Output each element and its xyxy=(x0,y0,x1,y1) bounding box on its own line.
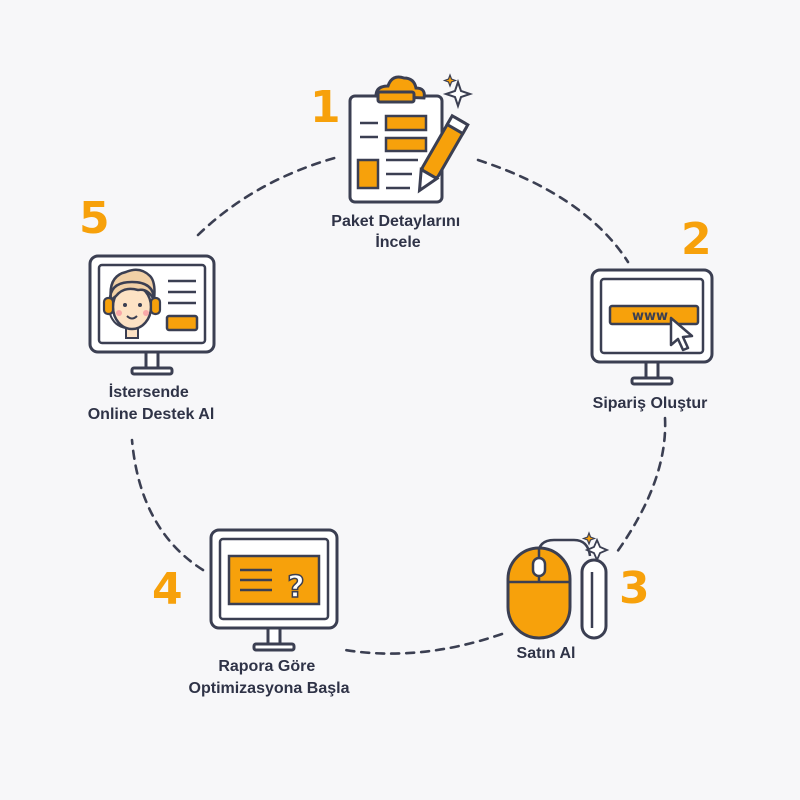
sparkle-icon xyxy=(442,73,474,110)
step-4: 4 ? Rapora Göre Optimizasyona Başla xyxy=(152,528,350,697)
connector-2-3 xyxy=(615,416,667,554)
step-3-label: Satın Al xyxy=(517,645,576,662)
browser-monitor-icon: www xyxy=(590,268,714,386)
connector-4-5 xyxy=(130,438,205,572)
step-5-label: İstersende Online Destek Al xyxy=(88,383,215,423)
step-1: 1 Paket Detaylarını İnce xyxy=(310,73,474,251)
step-2: 2 www Sipariş Oluştur xyxy=(590,214,714,412)
clipboard-pen-icon xyxy=(348,75,470,204)
avatar xyxy=(102,268,162,339)
step-4-label: Rapora Göre Optimizasyona Başla xyxy=(189,658,350,697)
support-agent-monitor-icon xyxy=(88,254,216,376)
connector-5-1 xyxy=(196,155,340,237)
step-1-label: Paket Detaylarını İncele xyxy=(331,213,464,251)
cycle-connectors xyxy=(130,155,667,655)
step-5: 5 xyxy=(79,193,216,423)
connector-1-2 xyxy=(476,158,630,264)
cursor-arrow-icon xyxy=(669,316,694,352)
step-2-label: Sipariş Oluştur xyxy=(593,395,708,412)
question-mark-icon: ? xyxy=(287,570,304,605)
sparkle-icon xyxy=(581,531,610,563)
step-2-number: 2 xyxy=(681,214,712,265)
report-question-monitor-icon: ? xyxy=(209,528,339,652)
step-3: 3 Satın Al xyxy=(506,531,650,662)
mouse-click-icon xyxy=(506,538,608,640)
url-bar-text: www xyxy=(632,309,668,324)
step-5-number: 5 xyxy=(79,193,110,244)
step-4-number: 4 xyxy=(152,564,183,615)
step-1-number: 1 xyxy=(310,82,341,133)
step-3-number: 3 xyxy=(619,563,650,614)
connector-3-4 xyxy=(343,632,504,655)
